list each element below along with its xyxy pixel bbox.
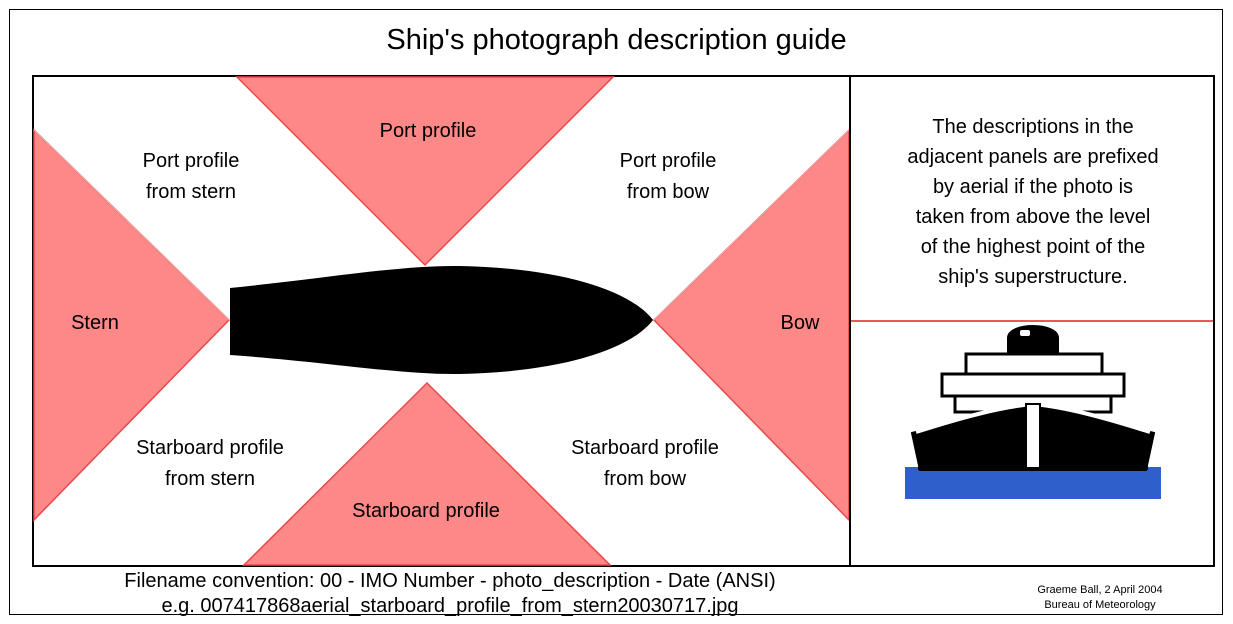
- page-title: Ship's photograph description guide: [386, 24, 847, 56]
- label-starboard-profile-from-stern-line2: from stern: [165, 468, 255, 490]
- label-starboard-profile-from-bow-line2: from bow: [604, 468, 687, 490]
- guide-line-stern-top: [33, 129, 230, 321]
- guide-line-bow-top: [653, 129, 850, 321]
- label-port-profile-from-stern-line2: from stern: [146, 181, 236, 203]
- ship-hull-plan-view: [230, 265, 653, 375]
- ship-front-view-icon: [905, 325, 1161, 499]
- label-starboard-profile-from-bow-line1: Starboard profile: [571, 437, 719, 459]
- label-port-profile-from-bow-line1: Port profile: [620, 150, 717, 172]
- aerial-note-line2: adjacent panels are prefixed: [907, 146, 1158, 168]
- aerial-note-line3: by aerial if the photo is: [933, 176, 1133, 198]
- label-port-profile-from-bow-line2: from bow: [627, 181, 710, 203]
- label-port-profile-from-stern-line1: Port profile: [143, 150, 240, 172]
- label-port-profile: Port profile: [380, 120, 477, 142]
- label-starboard-profile: Starboard profile: [352, 500, 500, 522]
- sector-starboard-profile: [242, 381, 612, 566]
- credit-organisation: Bureau of Meteorology: [1044, 599, 1156, 611]
- filename-convention: Filename convention: 00 - IMO Number - p…: [124, 570, 776, 592]
- aerial-note-line4: taken from above the level: [916, 206, 1151, 228]
- label-bow: Bow: [781, 312, 820, 334]
- filename-example: e.g. 007417868aerial_starboard_profile_f…: [161, 595, 739, 617]
- aerial-note-line1: The descriptions in the: [932, 116, 1133, 138]
- sector-port-profile: [235, 76, 615, 267]
- aerial-note-line5: of the highest point of the: [921, 236, 1146, 258]
- aerial-note-line6: ship's superstructure.: [938, 266, 1127, 288]
- water: [905, 467, 1161, 499]
- label-stern: Stern: [71, 312, 119, 334]
- credit-author-date: Graeme Ball, 2 April 2004: [1037, 584, 1163, 596]
- label-starboard-profile-from-stern-line1: Starboard profile: [136, 437, 284, 459]
